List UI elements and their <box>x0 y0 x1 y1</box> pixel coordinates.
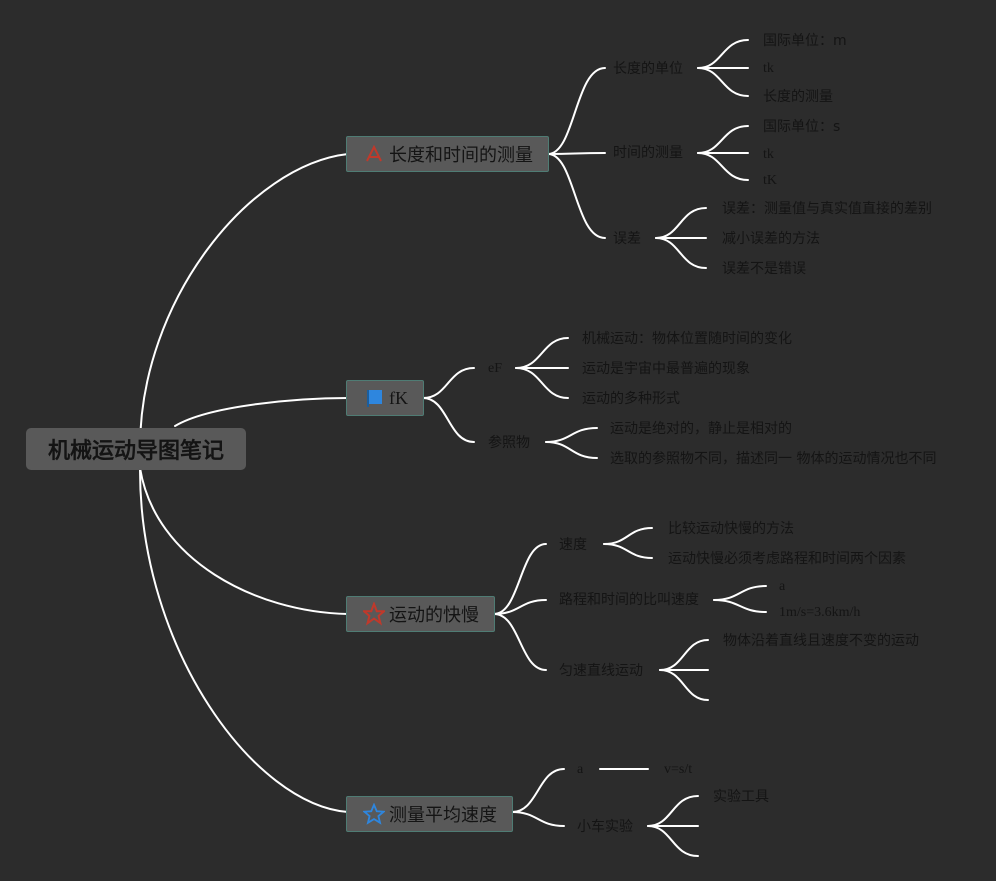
connector-b1-s0-l0 <box>515 337 569 369</box>
leaf-item[interactable]: 运动快慢必须考虑路程和时间两个因素 <box>668 551 906 567</box>
connector-root-b3 <box>139 469 349 813</box>
ruler-pencil-icon <box>363 143 385 165</box>
connector-b0-s2 <box>547 153 606 239</box>
leaf-item[interactable]: 运动是宇宙中最普遍的现象 <box>582 361 750 377</box>
connector-b2-s0 <box>493 543 547 615</box>
leaf-item[interactable]: 国际单位：m <box>763 33 847 49</box>
connector-b0-s1-l0 <box>697 125 749 154</box>
connector-b3-s1 <box>511 811 565 827</box>
connector-b0-s0-l0 <box>697 39 749 69</box>
branch-title: fK <box>389 387 408 408</box>
leaf-item[interactable]: tK <box>763 173 777 188</box>
connector-b3-s1-l2 <box>647 825 699 857</box>
flag-icon <box>363 387 385 409</box>
star-outline-icon <box>363 803 385 825</box>
subtopic-cart-experiment[interactable]: 小车实验 <box>577 819 633 835</box>
subtopic-velocity[interactable]: 速度 <box>559 537 587 553</box>
star-icon <box>363 602 385 626</box>
leaf-item[interactable]: 实验工具 <box>713 789 769 805</box>
connector-b0-s2-l2 <box>655 237 707 269</box>
subtopic-ratio[interactable]: 路程和时间的比叫速度 <box>559 592 699 608</box>
connector-b0-s1-l2 <box>697 152 749 181</box>
connector-b1-s1 <box>422 397 475 443</box>
branch-title: 运动的快慢 <box>389 605 479 626</box>
connector-b2-s2-l2 <box>659 669 709 701</box>
branch-title: 测量平均速度 <box>389 805 497 826</box>
branch-title: 长度和时间的测量 <box>389 145 533 166</box>
connector-b0-s0 <box>547 67 606 155</box>
leaf-item[interactable]: 运动是绝对的，静止是相对的 <box>610 421 792 437</box>
subtopic-ef[interactable]: eF <box>488 361 502 376</box>
connector-b2-s1-l0 <box>713 585 767 601</box>
leaf-item[interactable]: 误差不是错误 <box>722 261 806 277</box>
subtopic-a[interactable]: a <box>577 762 584 777</box>
leaf-item[interactable]: 减小误差的方法 <box>722 231 820 247</box>
connector-b1-s1-l0 <box>545 427 598 443</box>
connector-b2-s0-l1 <box>603 543 653 559</box>
leaf-item[interactable]: a <box>779 579 786 594</box>
connector-b2-s2 <box>493 613 547 671</box>
leaf-item[interactable]: 误差：测量值与真实值直接的差别 <box>722 201 932 217</box>
connector-b1-s1-l1 <box>545 441 598 459</box>
connector-b3-s0 <box>511 768 565 813</box>
leaf-item[interactable]: 1m/s=3.6km/h <box>779 605 861 620</box>
leaf-item[interactable]: 国际单位：s <box>763 119 841 135</box>
connector-b2-s2-l0 <box>659 639 709 671</box>
branch-topic-length-time[interactable]: 长度和时间的测量 <box>346 136 549 172</box>
leaf-item[interactable]: 机械运动：物体位置随时间的变化 <box>582 331 792 347</box>
subtopic-uniform-motion[interactable]: 匀速直线运动 <box>559 663 643 679</box>
connector-b2-s0-l0 <box>603 527 653 545</box>
leaf-item[interactable]: 运动的多种形式 <box>582 391 680 407</box>
leaf-item[interactable]: 比较运动快慢的方法 <box>668 521 794 537</box>
connector-root-b0 <box>139 153 349 449</box>
leaf-item[interactable]: 物体沿着直线且速度不变的运动 <box>723 633 919 649</box>
root-topic[interactable]: 机械运动导图笔记 <box>26 428 246 470</box>
leaf-item[interactable]: 长度的测量 <box>763 89 833 105</box>
leaf-item[interactable]: v=s/t <box>664 762 693 777</box>
subtopic-length-unit[interactable]: 长度的单位 <box>613 61 683 77</box>
subtopic-error[interactable]: 误差 <box>613 231 641 247</box>
connector-b2-s1-l1 <box>713 599 767 613</box>
connector-b0-s2-l0 <box>655 207 707 239</box>
branch-topic-average-speed[interactable]: 测量平均速度 <box>346 796 513 832</box>
connector-b0-s1 <box>547 152 606 155</box>
subtopic-reference[interactable]: 参照物 <box>488 435 530 451</box>
branch-topic-fk[interactable]: fK <box>346 380 424 416</box>
leaf-item[interactable]: tk <box>763 147 774 162</box>
connector-b3-s1-l0 <box>647 795 699 827</box>
connector-b1-s0-l2 <box>515 367 569 399</box>
subtopic-time-measure[interactable]: 时间的测量 <box>613 145 683 161</box>
leaf-item[interactable]: tk <box>763 61 774 76</box>
connector-b1-s0 <box>422 367 475 399</box>
connector-b0-s0-l2 <box>697 67 749 97</box>
connector-b2-s1 <box>493 599 547 615</box>
connector-root-b1 <box>174 397 349 427</box>
leaf-item[interactable]: 选取的参照物不同，描述同一 物体的运动情况也不同 <box>610 451 937 467</box>
connector-root-b2 <box>139 467 349 615</box>
branch-topic-speed[interactable]: 运动的快慢 <box>346 596 495 632</box>
